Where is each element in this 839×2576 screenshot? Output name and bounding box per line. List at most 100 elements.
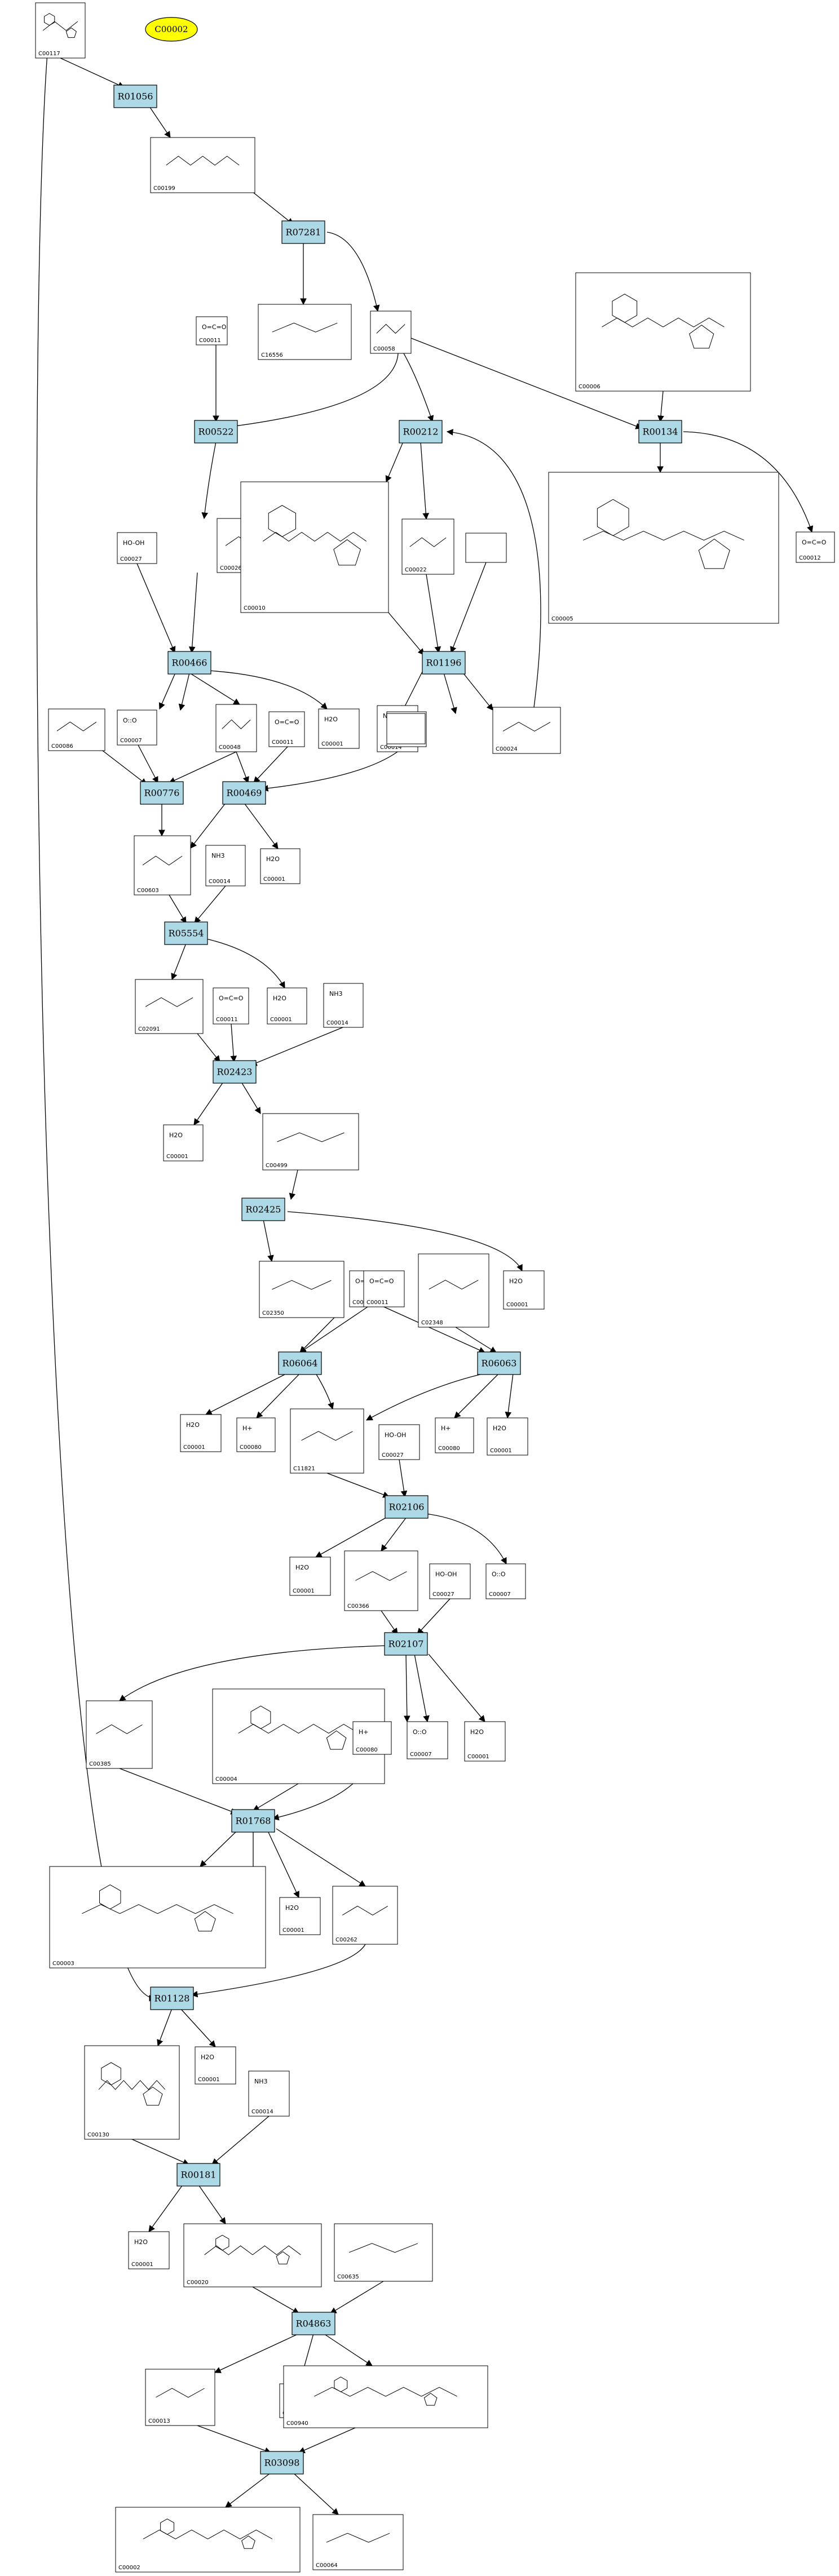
compound-id: C00048 — [219, 744, 241, 751]
compound-node-c00003[interactable]: C00003 — [49, 1866, 266, 1968]
reaction-node-r00776[interactable]: R00776 — [140, 781, 184, 805]
molecule-ring — [268, 505, 296, 538]
reaction-edge — [244, 802, 279, 849]
reaction-edge — [250, 1027, 343, 1066]
compound-node-c00385[interactable]: C00385 — [86, 1700, 153, 1769]
reaction-node-r01128[interactable]: R01128 — [150, 1987, 194, 2010]
reaction-edge — [226, 353, 399, 430]
compound-node-c00002[interactable]: C00002 — [115, 2507, 301, 2573]
compound-node-c00020[interactable]: C00020 — [183, 2223, 322, 2287]
molecule-bond — [222, 719, 251, 729]
compound-id: C00006 — [579, 384, 600, 390]
compound-node-c00499[interactable]: C00499 — [262, 1113, 359, 1170]
reaction-node-r06063[interactable]: R06063 — [477, 1351, 521, 1375]
compound-node-c00006[interactable]: C00006 — [575, 272, 751, 392]
compound-node-c11821[interactable]: C11821 — [290, 1408, 364, 1474]
compound-node-c02350[interactable]: C02350 — [259, 1261, 345, 1318]
compound-node-c00048[interactable]: C00048 — [215, 704, 257, 752]
compound-node-c00635[interactable]: C00635 — [334, 2223, 433, 2282]
compound-node-empty[interactable] — [386, 713, 426, 744]
reaction-node-r01196[interactable]: R01196 — [422, 651, 466, 675]
compound-formula: O=C=O — [202, 323, 227, 331]
compound-node-c00064[interactable]: C00064 — [312, 2514, 404, 2570]
compound-node-c00080[interactable]: H+C00080 — [352, 1721, 392, 1755]
reaction-node-r04863[interactable]: R04863 — [292, 2312, 335, 2335]
reaction-node-r07281[interactable]: R07281 — [281, 220, 325, 244]
compound-node-c00080[interactable]: H+C00080 — [236, 1417, 276, 1452]
reaction-node-r00212[interactable]: R00212 — [399, 420, 443, 444]
reaction-node-r02107[interactable]: R02107 — [384, 1632, 428, 1656]
compound-node-c00005[interactable]: C00005 — [548, 472, 779, 624]
compound-node-c00080[interactable]: H+C00080 — [435, 1417, 474, 1453]
compound-id: C00005 — [551, 616, 573, 622]
compound-formula: HO-OH — [385, 1431, 406, 1439]
reaction-node-r01056[interactable]: R01056 — [113, 85, 157, 108]
reaction-node-r05554[interactable]: R05554 — [164, 921, 208, 945]
reaction-node-r01768[interactable]: R01768 — [231, 1809, 275, 1833]
compound-node-empty[interactable] — [465, 533, 507, 563]
compound-node-c00013[interactable]: C00013 — [145, 2369, 215, 2426]
compound-node-c16556[interactable]: C16556 — [258, 304, 352, 360]
compound-node-c00603[interactable]: C00603 — [134, 835, 191, 895]
compound-node-c00130[interactable]: C00130 — [84, 2045, 180, 2140]
compound-node-c00058[interactable]: C00058 — [370, 311, 412, 354]
molecule-ring — [689, 325, 714, 349]
reaction-node-r06064[interactable]: R06064 — [278, 1351, 322, 1375]
reaction-node-r02423[interactable]: R02423 — [213, 1060, 257, 1084]
reaction-node-r00181[interactable]: R00181 — [176, 2163, 220, 2187]
reaction-node-r03098[interactable]: R03098 — [260, 2451, 304, 2475]
reaction-edge — [191, 1944, 366, 1998]
reaction-node-r00469[interactable]: R00469 — [222, 781, 266, 805]
compound-node-c00199[interactable]: C00199 — [150, 137, 255, 193]
reaction-edge — [194, 885, 226, 924]
compound-node-c00022[interactable]: C00022 — [401, 518, 454, 575]
compound-node-c02091[interactable]: C02091 — [135, 979, 204, 1034]
reaction-edge — [287, 1211, 523, 1272]
compound-formula: NH3 — [329, 990, 343, 997]
start-node[interactable]: C00002 — [145, 17, 198, 42]
compound-node-c00117[interactable]: C00117 — [35, 2, 86, 59]
reaction-edge — [180, 2008, 216, 2047]
reaction-node-r00134[interactable]: R00134 — [638, 420, 682, 444]
molecule-ring — [276, 2251, 290, 2264]
reaction-node-r00466[interactable]: R00466 — [167, 651, 211, 675]
reaction-node-r02425[interactable]: R02425 — [241, 1198, 285, 1221]
reaction-node-r00522[interactable]: R00522 — [194, 420, 238, 444]
compound-id: C00007 — [410, 1752, 432, 1758]
compound-id: C00499 — [266, 1163, 288, 1169]
compound-node-c00024[interactable]: C00024 — [492, 707, 561, 754]
compound-node-c00086[interactable]: C00086 — [48, 708, 105, 751]
compound-node-c02348[interactable]: C02348 — [418, 1253, 489, 1328]
compound-node-c00940[interactable]: C00940 — [283, 2365, 488, 2428]
compound-node-c00366[interactable]: C00366 — [344, 1550, 418, 1611]
compound-node-c00262[interactable]: C00262 — [332, 1886, 398, 1945]
compound-node-c00010[interactable]: C00010 — [240, 481, 389, 613]
reaction-node-r02106[interactable]: R02106 — [385, 1495, 429, 1519]
